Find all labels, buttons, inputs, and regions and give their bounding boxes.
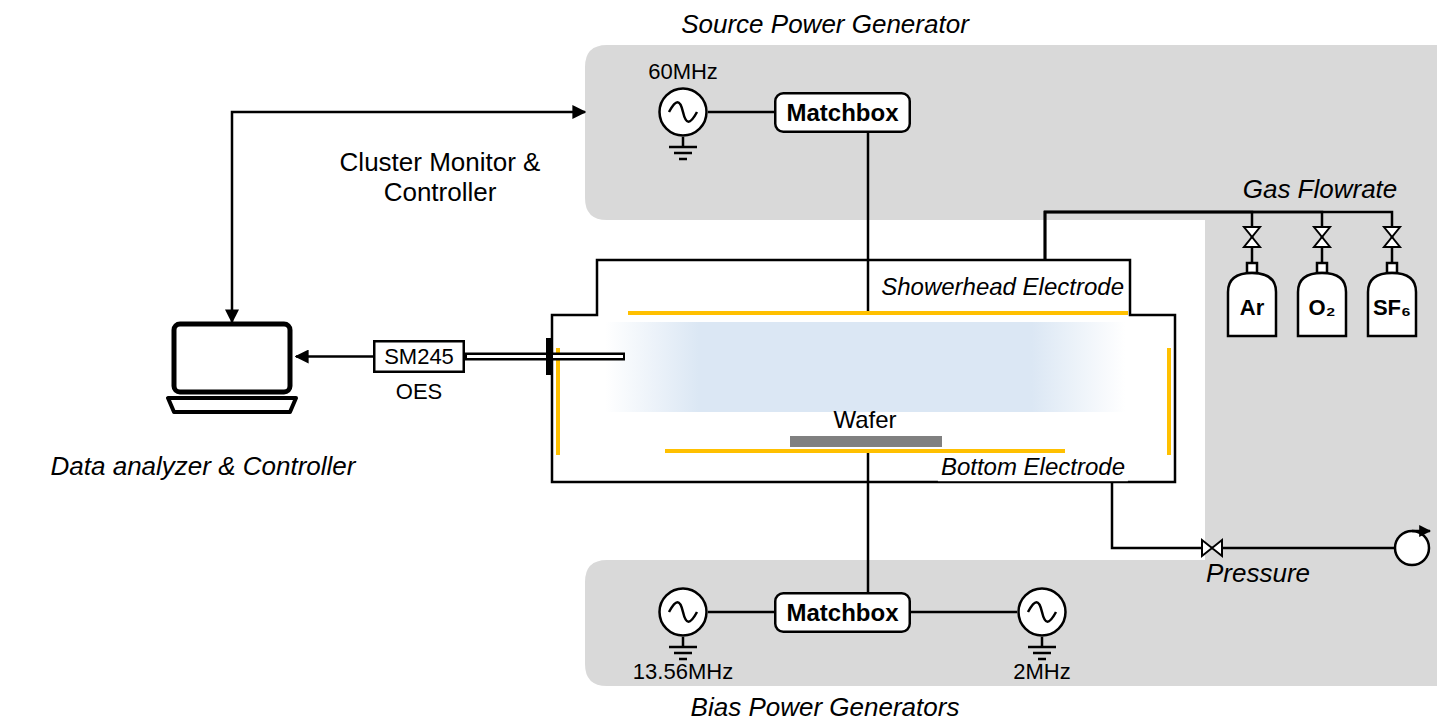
side-wall-electrode bbox=[1167, 348, 1171, 455]
laptop-base bbox=[168, 398, 296, 412]
cylinder-body bbox=[1368, 273, 1416, 336]
connector-line bbox=[867, 482, 870, 592]
optical-probe-core bbox=[552, 355, 623, 358]
box-label: Matchbox bbox=[786, 599, 898, 627]
frequency-label: 2MHz bbox=[1013, 659, 1070, 684]
connector-line bbox=[1045, 212, 1392, 262]
cylinder-neck bbox=[1317, 263, 1327, 273]
connector-line bbox=[708, 611, 774, 614]
ground-symbol bbox=[669, 137, 697, 159]
laptop-outline bbox=[168, 322, 296, 412]
connector-label: Cluster Monitor & Controller bbox=[320, 148, 560, 208]
feed-wire bbox=[867, 260, 870, 311]
connector-line bbox=[708, 111, 774, 114]
circle-outline bbox=[658, 587, 708, 637]
spectrometer-box: SM245OES bbox=[373, 340, 465, 373]
optical-fiber-core bbox=[467, 355, 552, 358]
cylinder-body bbox=[1298, 273, 1346, 336]
connector-line bbox=[232, 112, 585, 322]
box-outline bbox=[775, 93, 910, 132]
showerhead-electrode bbox=[628, 311, 1128, 315]
connector-line bbox=[911, 611, 1017, 614]
chamber-wall bbox=[552, 260, 1175, 482]
pressure-line bbox=[1112, 482, 1395, 548]
matchbox-box: Matchbox bbox=[774, 92, 911, 133]
plasma-glow bbox=[605, 322, 1125, 412]
rf-source-symbol: 2MHz bbox=[1017, 587, 1067, 637]
cylinder-body bbox=[1228, 273, 1276, 336]
pressure-valve bbox=[1202, 540, 1222, 556]
gas-valve bbox=[1244, 227, 1260, 247]
rf-source-symbol: 13.56MHz bbox=[658, 587, 708, 637]
wafer-label: Wafer bbox=[833, 406, 896, 434]
laptop-screen bbox=[174, 324, 290, 392]
optical-fiber bbox=[465, 353, 552, 361]
sine-symbol bbox=[669, 602, 697, 622]
sine-symbol bbox=[669, 102, 697, 122]
panel-title: Bias Power Generators bbox=[691, 693, 960, 723]
box-outline bbox=[374, 341, 464, 372]
gas-name: SF₆ bbox=[1373, 295, 1411, 320]
circle-outline bbox=[658, 87, 708, 137]
panel-title: Source Power Generator bbox=[681, 10, 969, 40]
side-wall-electrode bbox=[556, 348, 560, 455]
gas-name: Ar bbox=[1240, 295, 1264, 320]
source-circle bbox=[1019, 589, 1066, 636]
rf-source-symbol: 60MHz bbox=[658, 87, 708, 137]
connector-line bbox=[296, 355, 373, 358]
gas-cylinder: SF₆ bbox=[1366, 262, 1418, 338]
source-circle bbox=[660, 589, 707, 636]
gas-cylinder: O₂ bbox=[1296, 262, 1348, 338]
cylinder-neck bbox=[1247, 263, 1257, 273]
box-outline bbox=[775, 593, 910, 632]
gas-valve bbox=[1384, 227, 1400, 247]
gas-cylinder: Ar bbox=[1226, 262, 1278, 338]
box-label: SM245 bbox=[384, 344, 454, 369]
box-caption: OES bbox=[396, 379, 442, 404]
process-chamber: Showerhead ElectrodeWaferBottom Electrod… bbox=[552, 260, 1175, 482]
gas-flowrate-label: Gas Flowrate bbox=[1243, 175, 1398, 205]
connector-line bbox=[1045, 212, 1252, 262]
viewport-flange bbox=[546, 338, 553, 375]
vacuum-pump bbox=[1395, 531, 1429, 565]
feed-wire bbox=[867, 453, 870, 482]
ground-symbol bbox=[1028, 637, 1056, 659]
laptop-caption: Data analyzer & Controller bbox=[51, 452, 356, 482]
ground-symbol bbox=[669, 637, 697, 659]
frequency-label: 13.56MHz bbox=[633, 659, 733, 684]
electrode-label: Showerhead Electrode bbox=[878, 273, 1127, 301]
optical-probe bbox=[552, 353, 625, 361]
electrode-label: Bottom Electrode bbox=[938, 453, 1128, 481]
source-circle bbox=[660, 89, 707, 136]
generator-panel bbox=[585, 45, 1437, 686]
circle-outline bbox=[1017, 587, 1067, 637]
connector-line bbox=[1045, 212, 1322, 262]
pump-exhaust-arrow bbox=[1412, 530, 1430, 533]
gas-valve bbox=[1314, 227, 1330, 247]
connector-line bbox=[867, 133, 870, 260]
wafer bbox=[790, 436, 942, 447]
frequency-label: 60MHz bbox=[648, 59, 718, 84]
pressure-label: Pressure bbox=[1206, 559, 1310, 589]
laptop-icon: Data analyzer & Controller bbox=[168, 322, 296, 412]
gas-name: O₂ bbox=[1309, 295, 1336, 320]
sine-symbol bbox=[1028, 602, 1056, 622]
cylinder-neck bbox=[1387, 263, 1397, 273]
matchbox-box: Matchbox bbox=[774, 592, 911, 633]
box-label: Matchbox bbox=[786, 99, 898, 127]
